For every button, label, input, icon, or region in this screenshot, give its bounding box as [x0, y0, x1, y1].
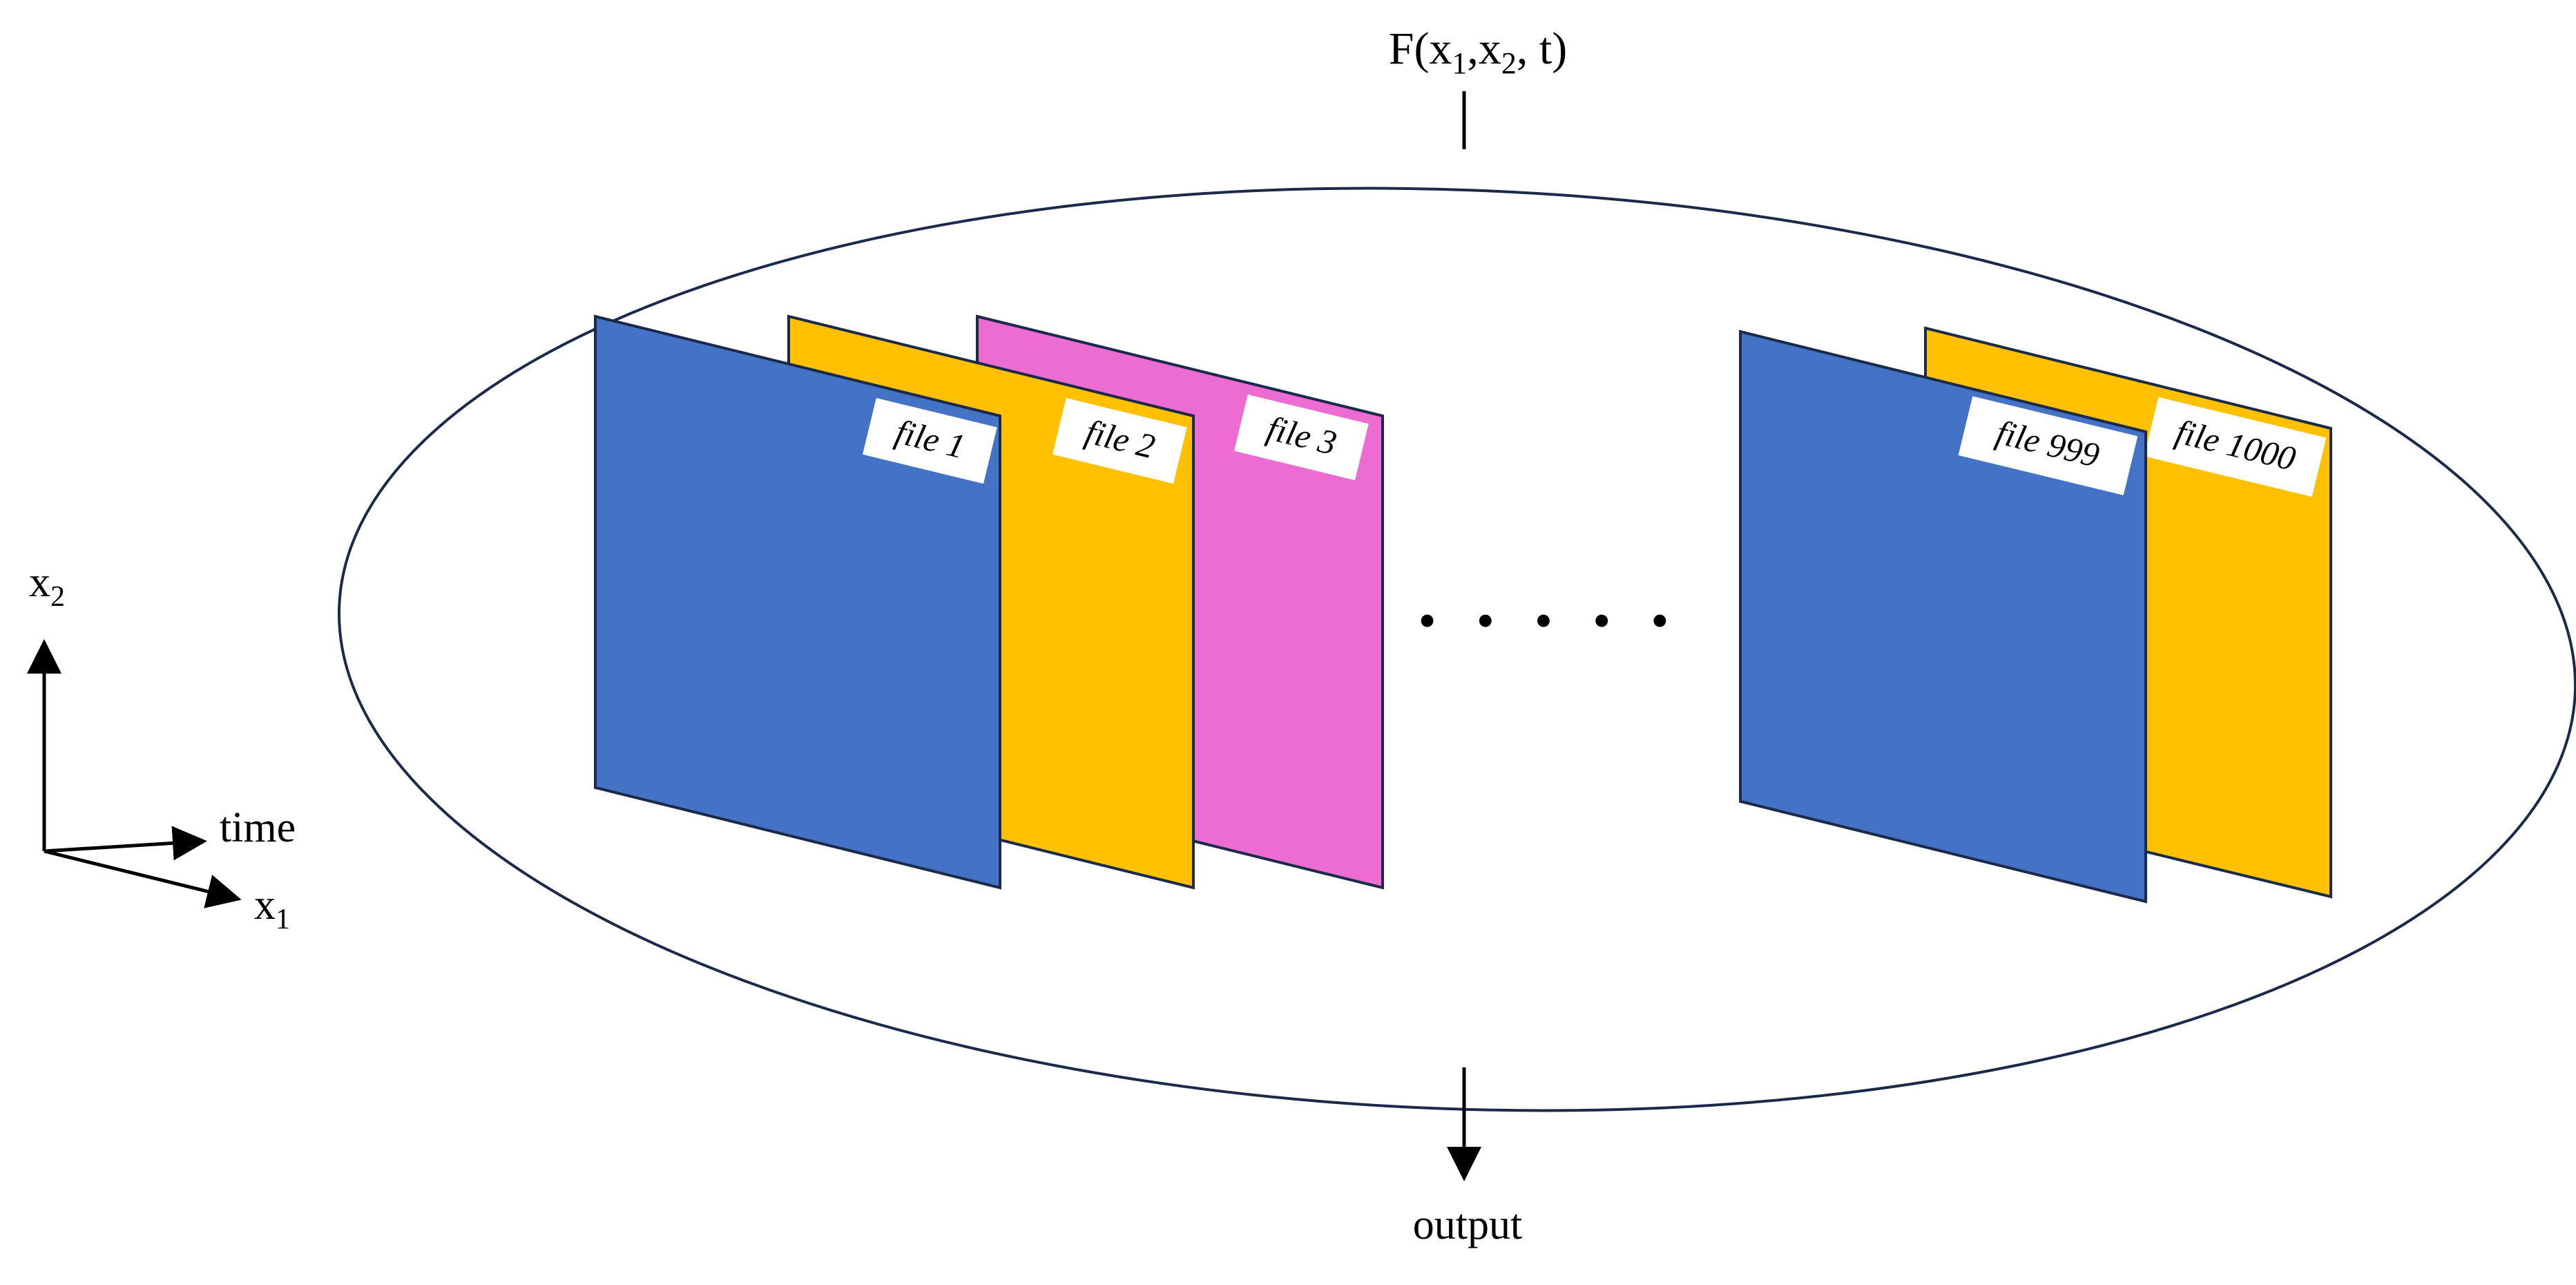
function-ellipse — [337, 187, 2576, 1112]
x2-axis-label: x2 — [29, 559, 65, 613]
ellipsis: · · · · · — [1414, 578, 1679, 663]
coordinate-axes: x2 time x1 — [27, 559, 296, 935]
time-axis-label: time — [220, 804, 296, 851]
x1-axis-label: x1 — [254, 882, 290, 935]
time-axis-arrow — [44, 826, 207, 861]
function-label: F(x1,x2, t) — [1389, 23, 1568, 80]
file-panel-999: file 999 — [1739, 330, 2147, 904]
x1-axis-arrow — [44, 849, 242, 908]
file-panel-1: file 1 — [594, 314, 1001, 890]
output-label: output — [1413, 1201, 1522, 1248]
